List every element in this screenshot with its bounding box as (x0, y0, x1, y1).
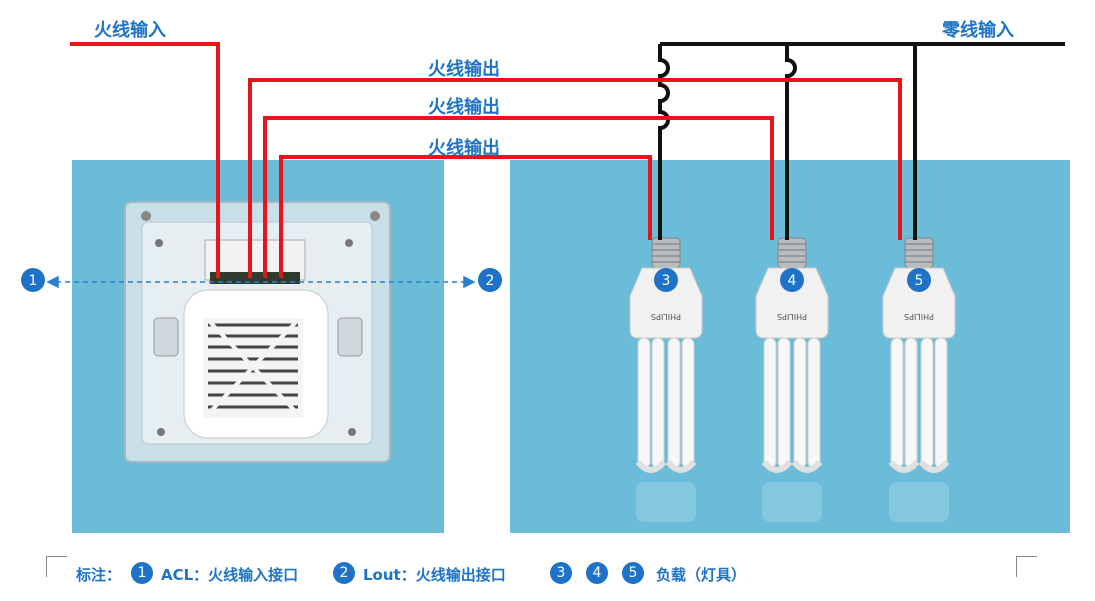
legend-badge-4: 4 (586, 562, 608, 584)
legend-item-2: Lout：火线输出接口 (363, 566, 506, 584)
legend-badge-2: 2 (333, 562, 355, 584)
svg-text:2: 2 (486, 273, 495, 289)
live-wires (70, 42, 902, 278)
svg-text:4: 4 (788, 273, 797, 289)
legend-item-1: ACL：火线输入接口 (161, 566, 299, 584)
legend: 标注： 1 ACL：火线输入接口 2 Lout：火线输出接口 3 4 5 负载（… (0, 556, 1095, 596)
corner-mark-left (46, 556, 67, 577)
legend-prefix: 标注： (76, 566, 122, 584)
label-live-input: 火线输入 (94, 20, 166, 41)
bulb-3: PHILIPS (629, 237, 703, 522)
legend-badge-5: 5 (622, 562, 644, 584)
switch-photo-panel (72, 160, 444, 533)
neutral-wires (658, 42, 1065, 240)
bulb-brand-text: PHILIPS (904, 312, 934, 321)
label-live-output-2: 火线输出 (428, 97, 500, 118)
bulb-brand-text: PHILIPS (777, 312, 807, 321)
legend-item-3: 负载（灯具） (656, 566, 747, 584)
label-live-output-1: 火线输出 (428, 59, 500, 80)
label-neutral-input: 零线输入 (942, 20, 1014, 41)
interface-arrow (46, 275, 476, 289)
bulb-5: PHILIPS (882, 237, 956, 522)
bulb-group: PHILIPS PHILIPS PHILIPS (629, 237, 956, 522)
svg-text:1: 1 (29, 273, 38, 289)
marker-3: 3 (654, 268, 678, 292)
svg-text:5: 5 (915, 273, 924, 289)
bulb-brand-text: PHILIPS (651, 312, 681, 321)
svg-text:3: 3 (662, 273, 671, 289)
label-live-output-3: 火线输出 (428, 138, 500, 159)
marker-4: 4 (780, 268, 804, 292)
marker-2: 2 (478, 268, 502, 292)
legend-badge-1: 1 (131, 562, 153, 584)
marker-5: 5 (907, 268, 931, 292)
corner-mark-right (1016, 556, 1037, 577)
marker-1: 1 (21, 268, 45, 292)
legend-badge-3: 3 (550, 562, 572, 584)
bulb-4: PHILIPS (755, 237, 829, 522)
